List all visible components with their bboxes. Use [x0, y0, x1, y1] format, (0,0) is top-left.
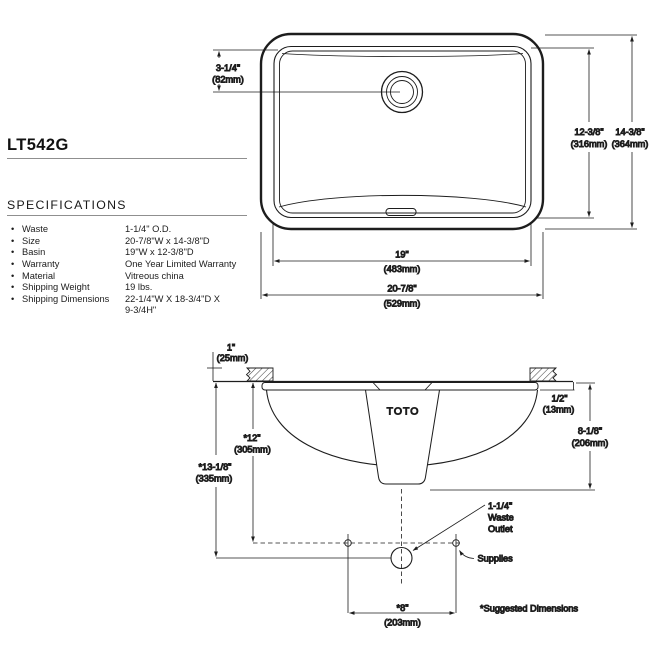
- dim-overall-width-in: 20-7/8": [387, 284, 416, 294]
- dim-basin-width-in: 19": [395, 250, 408, 260]
- dim-bowl-depth: [430, 382, 595, 491]
- spec-value: 19"W x 12-3/8"D: [125, 247, 194, 258]
- section-view-drawing: 1" (25mm) TOTO 1/2" (13mm) 8-1/8": [195, 342, 609, 628]
- spec-value: 20-7/8"W x 14-3/8"D: [125, 235, 210, 246]
- supply-circle-left: [344, 539, 352, 547]
- supplies-label: Supplies: [478, 554, 514, 564]
- bullet-icon: •: [11, 282, 15, 293]
- dim-basin-depth: [531, 47, 594, 219]
- dim-supplies-height-in: *12": [243, 433, 260, 443]
- spec-value: One Year Limited Warranty: [125, 258, 237, 269]
- countertop-block-right: [529, 367, 558, 382]
- spec-row: • Warranty One Year Limited Warranty: [7, 259, 257, 271]
- specifications-rule: [7, 214, 247, 216]
- dim-hole-offset-mm: (82mm): [212, 75, 244, 85]
- dim-basin-width: [272, 222, 532, 266]
- dim-overall-depth: [545, 34, 637, 230]
- spec-row: • Size 20-7/8"W x 14-3/8"D: [7, 236, 257, 248]
- bullet-icon: •: [11, 235, 15, 246]
- spec-row: • Material Vitreous china: [7, 271, 257, 283]
- dim-overall-depth-in: 14-3/8": [615, 127, 644, 137]
- supply-lines: [347, 534, 457, 613]
- dim-bowl-depth-mm: (206mm): [572, 438, 609, 448]
- dim-counter-thickness: [207, 352, 222, 381]
- dim-basin-depth-mm: (316mm): [571, 139, 608, 149]
- dim-supplies-height-mm: (305mm): [234, 445, 271, 455]
- overflow-slot: [385, 208, 417, 216]
- bullet-icon: •: [11, 247, 15, 258]
- spec-row: • Shipping Dimensions 22-1/4"W X 18-3/4"…: [7, 294, 257, 306]
- spec-label: Shipping Dimensions: [22, 293, 110, 304]
- dim-supplies-spread-mm: (203mm): [384, 618, 421, 628]
- spec-label: Size: [22, 235, 41, 246]
- title-rule: [7, 158, 247, 160]
- spec-value: 9-3/4H": [125, 305, 157, 316]
- dim-basin-depth-in: 12-3/8": [574, 127, 603, 137]
- supplies-leader: [459, 550, 475, 559]
- spec-label: Material: [22, 270, 56, 281]
- sink-outline: [259, 32, 545, 231]
- basin-back-curve: [281, 53, 524, 57]
- drain-boss: [365, 389, 440, 485]
- spec-label: Shipping Weight: [22, 282, 90, 293]
- waste-outlet-label-1: 1-1/4": [488, 501, 512, 511]
- bullet-icon: •: [11, 293, 15, 304]
- spec-label: Basin: [22, 247, 46, 258]
- suggested-dimensions-note: *Suggested Dimensions: [480, 604, 578, 614]
- bullet-icon: •: [11, 270, 15, 281]
- dim-rim-lip-mm: (13mm): [543, 405, 575, 415]
- dim-overall-width-mm: (529mm): [384, 299, 421, 309]
- spec-value: 22-1/4"W X 18-3/4"D X: [125, 293, 220, 304]
- dim-supplies-spread-in: *8": [397, 603, 409, 613]
- brand-logo: TOTO: [387, 406, 420, 418]
- dim-hole-offset-in: 3-1/4": [216, 63, 240, 73]
- spec-label: Warranty: [22, 258, 60, 269]
- rim-flange: [261, 382, 539, 391]
- dim-supplies-height: [251, 382, 462, 544]
- dim-rim-lip: [540, 382, 575, 391]
- top-view-drawing: 3-1/4" (82mm) 12-3/8" (316mm) 14-3/8" (3…: [212, 32, 649, 309]
- dim-outlet-height: [214, 382, 391, 559]
- dim-bowl-depth-in: 8-1/8": [578, 426, 602, 436]
- countertop-block-left: [245, 367, 274, 382]
- waste-outlet-label-2: Waste: [488, 513, 514, 523]
- specifications-heading: SPECIFICATIONS: [7, 198, 127, 212]
- spec-row: • Basin 19"W x 12-3/8"D: [7, 247, 257, 259]
- spec-label: Waste: [22, 224, 49, 234]
- dim-hole-offset: [213, 49, 400, 93]
- waste-outlet-leader: [412, 504, 486, 551]
- dim-outlet-height-mm: (335mm): [196, 474, 233, 484]
- rim-outline: [273, 45, 532, 219]
- spec-row-continuation: 9-3/4H": [7, 305, 257, 317]
- dim-counter-thickness-in: 1": [227, 343, 235, 353]
- overflow-notch: [372, 382, 433, 391]
- dim-rim-lip-in: 1/2": [551, 394, 567, 404]
- bullet-icon: •: [11, 224, 15, 234]
- waste-outlet-circle: [390, 546, 413, 570]
- dim-overall-depth-mm: (364mm): [612, 139, 649, 149]
- dim-counter-thickness-mm: (25mm): [217, 353, 249, 363]
- spec-value: 1-1/4" O.D.: [125, 224, 172, 234]
- model-number: LT542G: [7, 136, 69, 154]
- spec-value: 19 lbs.: [125, 282, 153, 293]
- dim-outlet-height-in: *13-1/8": [199, 462, 232, 472]
- spec-value: Vitreous china: [125, 270, 184, 281]
- supply-circle-right: [452, 539, 460, 547]
- waste-outlet-label-3: Outlet: [488, 524, 513, 534]
- dim-overall-width: [260, 232, 544, 299]
- bullet-icon: •: [11, 258, 15, 269]
- spec-row: • Shipping Weight 19 lbs.: [7, 282, 257, 294]
- dim-basin-width-mm: (483mm): [384, 264, 421, 274]
- basin-front-curve: [278, 194, 527, 208]
- spec-row: • Waste 1-1/4" O.D.: [7, 224, 257, 236]
- basin-outline: [279, 50, 526, 214]
- spec-list: • Waste 1-1/4" O.D. • Size 20-7/8"W x 14…: [7, 224, 257, 317]
